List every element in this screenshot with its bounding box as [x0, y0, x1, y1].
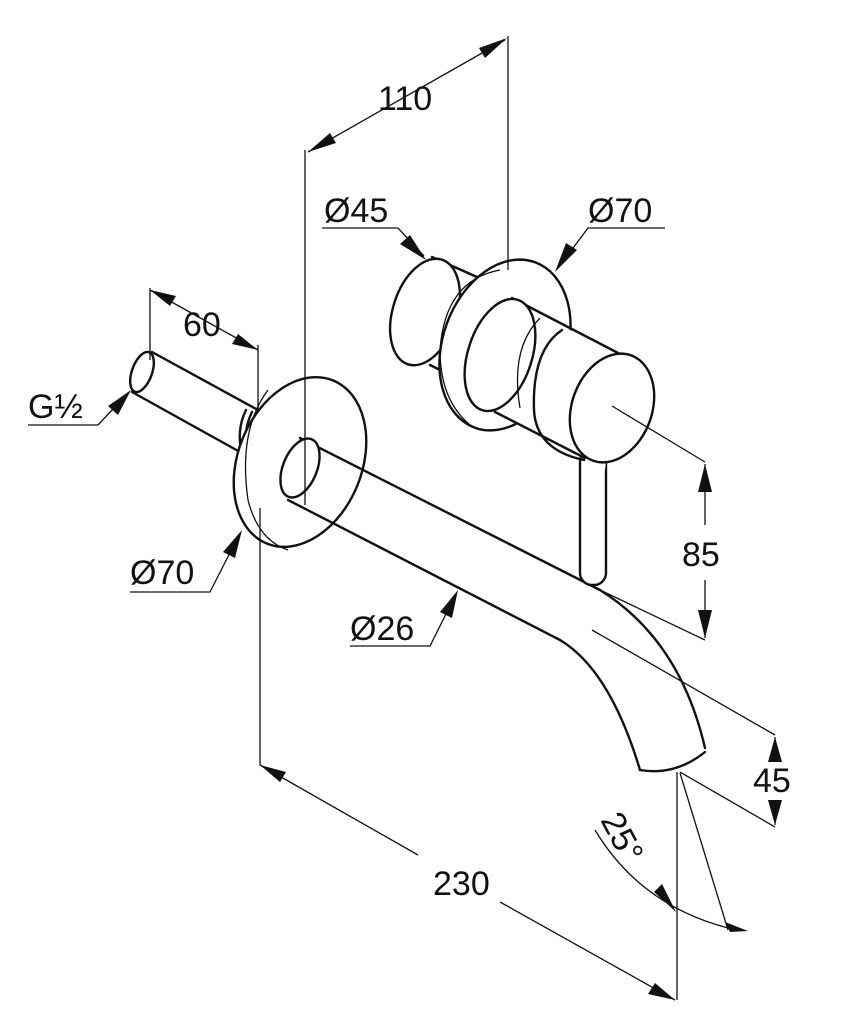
dim-45-label: 45 [753, 762, 791, 800]
connector-pipe [128, 350, 260, 459]
dim-d45-label: Ø45 [324, 192, 388, 230]
leader-d70-spout [130, 530, 242, 593]
dim-d26-label: Ø26 [350, 610, 414, 648]
dimension-45 [591, 629, 782, 828]
thread-label: G½ [28, 388, 83, 426]
leader-d70-valve [555, 227, 665, 272]
angle-25-label: 25° [593, 806, 651, 869]
dim-60-label: 60 [183, 306, 221, 344]
leader-d45 [322, 227, 426, 260]
dim-85-label: 85 [682, 536, 720, 574]
spout [279, 436, 707, 773]
valve [388, 255, 656, 587]
dimension-25deg [594, 772, 748, 1000]
leader-thread [28, 390, 131, 426]
dimension-110 [304, 36, 509, 505]
dimension-85 [599, 405, 712, 641]
dim-110-label: 110 [378, 80, 432, 118]
dimension-60 [149, 288, 259, 410]
leader-d26 [350, 590, 458, 647]
dim-d70-valve-label: Ø70 [588, 192, 652, 230]
dim-230-label: 230 [433, 865, 490, 903]
dimension-230 [259, 508, 676, 1001]
dim-d70-spout-label: Ø70 [130, 554, 194, 592]
